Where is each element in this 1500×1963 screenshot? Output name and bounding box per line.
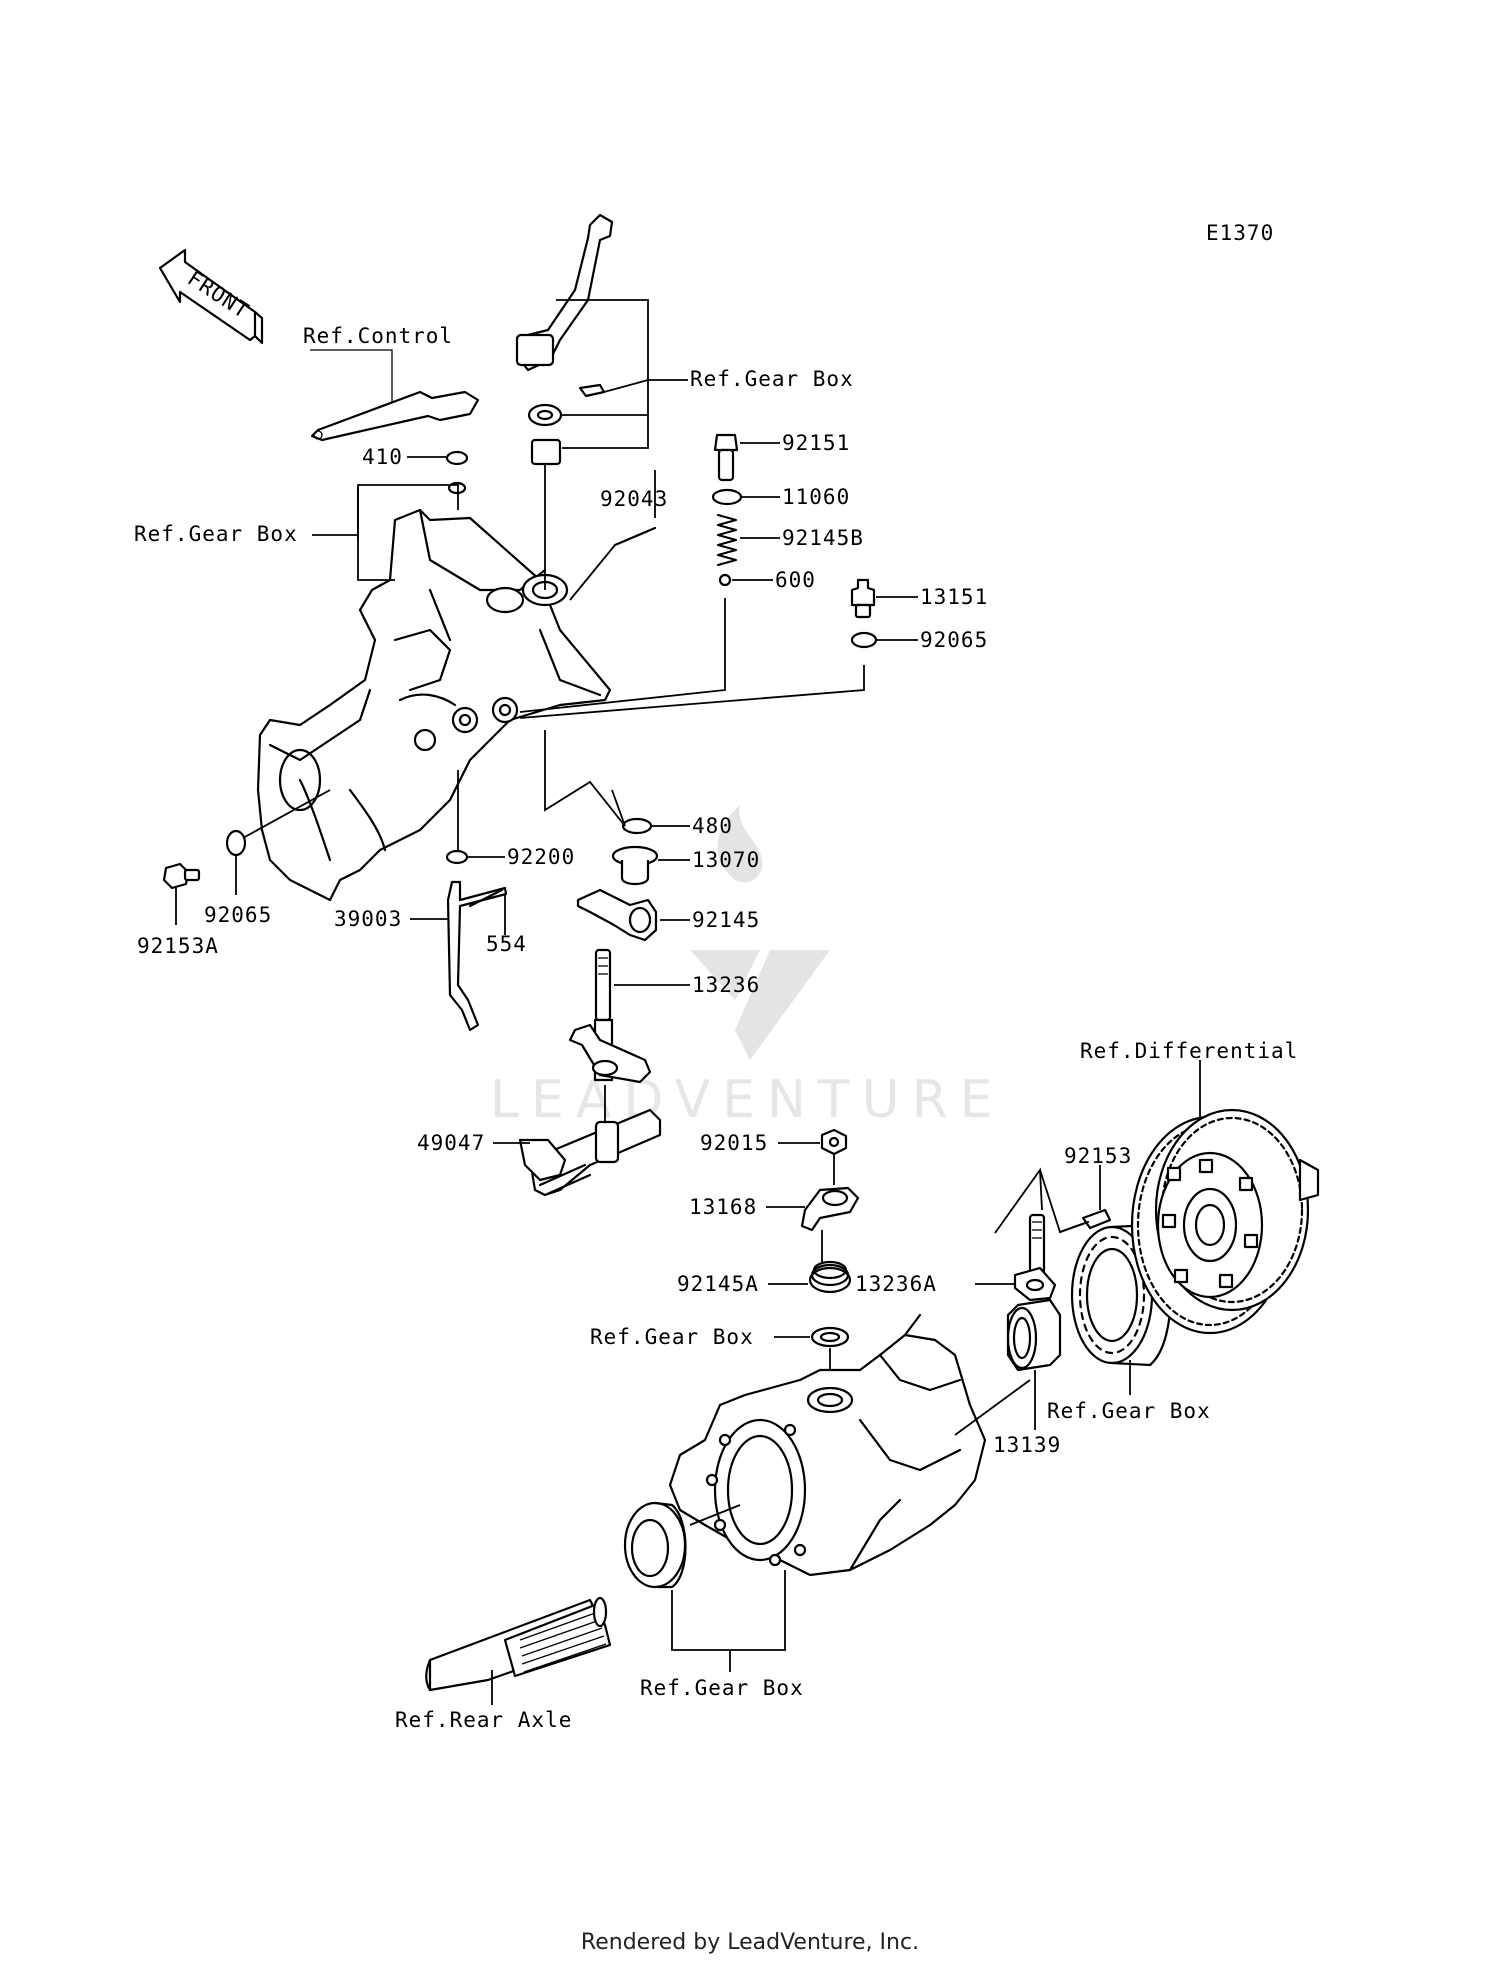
part-92153A [162,862,201,890]
label-13236: 13236 [692,973,760,997]
label-92151: 92151 [782,431,850,455]
label-410: 410 [362,445,403,469]
part-13168 [800,1186,860,1232]
label-92200: 92200 [507,845,575,869]
seal-lower [623,1501,687,1589]
part-92145B [716,513,738,567]
footer-credit: Rendered by LeadVenture, Inc. [580,1930,920,1955]
label-92153A: 92153A [137,934,219,958]
label-13236A: 13236A [855,1272,937,1296]
part-480 [621,817,653,835]
label-600: 600 [775,568,816,592]
front-arrow-icon: FRONT [158,248,264,345]
part-13236 [568,948,652,1084]
label-ref-control: Ref.Control [303,324,453,348]
part-92145A [808,1260,852,1294]
gear-box-housing-lower [668,1313,987,1577]
rear-axle-shaft [425,1596,612,1692]
label-92015: 92015 [700,1131,768,1155]
part-39003 [446,880,508,1032]
label-13070: 13070 [692,848,760,872]
part-92065-right [850,631,878,649]
label-ref-differential: Ref.Differential [1080,1039,1298,1063]
part-92043 [613,526,657,547]
label-92065-left: 92065 [204,903,272,927]
label-ref-gear-box-left: Ref.Gear Box [134,522,298,546]
label-554: 554 [486,932,527,956]
part-13139 [1006,1298,1062,1372]
part-13070 [611,845,659,886]
label-92153: 92153 [1064,1144,1132,1168]
label-ref-gear-box-top: Ref.Gear Box [690,367,854,391]
part-92153 [1058,1208,1112,1234]
label-39003: 39003 [334,907,402,931]
diagram-code: E1370 [1206,221,1274,245]
label-ref-gear-box-right: Ref.Gear Box [1047,1399,1211,1423]
control-lever [310,349,480,442]
label-ref-gear-box-mid: Ref.Gear Box [590,1325,754,1349]
watermark-text: LEADVENTURE [490,1070,1005,1130]
part-49047 [518,1085,662,1197]
part-92015 [820,1128,848,1156]
part-410 [445,450,469,466]
label-480: 480 [692,814,733,838]
label-49047: 49047 [417,1131,485,1155]
label-11060: 11060 [782,485,850,509]
label-ref-gear-box-bottom: Ref.Gear Box [640,1676,804,1700]
label-13151: 13151 [920,585,988,609]
label-13139: 13139 [993,1433,1061,1457]
part-600 [718,573,732,587]
label-92145B: 92145B [782,526,864,550]
part-13151 [850,578,876,619]
label-92145A: 92145A [677,1272,759,1296]
label-92043: 92043 [600,487,668,511]
label-92065-right: 92065 [920,628,988,652]
label-ref-rear-axle: Ref.Rear Axle [395,1708,572,1732]
watermark-logo [690,805,830,1060]
gear-box-housing-upper [256,508,612,902]
part-11060 [711,488,743,506]
part-92151 [713,433,739,482]
shift-lever-top [515,213,688,590]
part-92065-left [225,829,247,857]
part-554 [468,888,504,908]
label-92145: 92145 [692,908,760,932]
label-13168: 13168 [689,1195,757,1219]
part-92200 [445,849,469,865]
part-13236A [1013,1213,1057,1302]
seal-mid [810,1326,850,1348]
differential-gear [1130,1108,1320,1335]
part-92145 [576,888,658,942]
